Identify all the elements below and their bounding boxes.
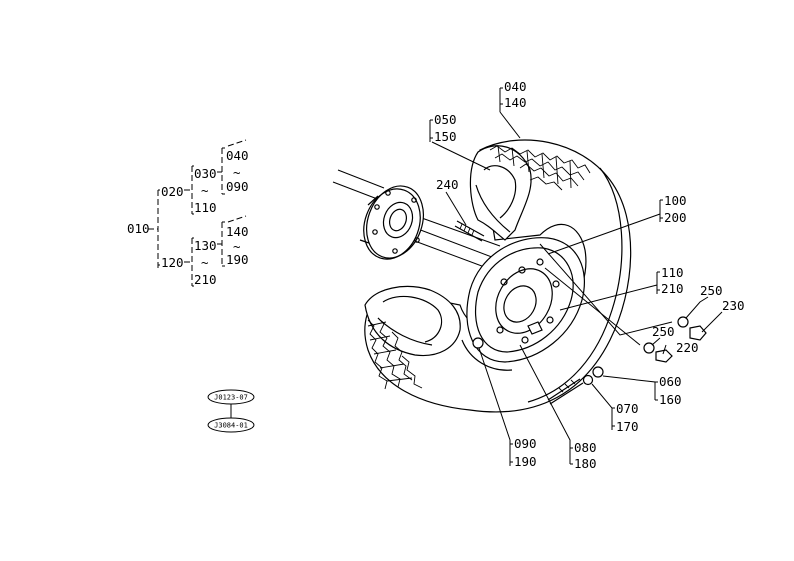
callout-070: 070 <box>616 401 639 416</box>
callout-180: 180 <box>574 456 597 471</box>
callout-060: 060 <box>659 374 682 389</box>
tree-group-1-sub: 030 <box>194 166 217 181</box>
callout-230: 230 <box>722 298 745 313</box>
reference-codes: J0123-07 J3084-01 <box>207 389 255 433</box>
callout-labels: 040 140 050 150 240 100 200 110 210 250 … <box>434 79 745 471</box>
tread-lower <box>367 319 388 390</box>
tree-group-2-tilde: ~ <box>201 255 209 270</box>
nut-230 <box>689 325 707 341</box>
tree-group-2-range-bracket <box>217 221 225 267</box>
tree-group-1-tilde: ~ <box>201 183 209 198</box>
stud-bolt <box>454 220 485 242</box>
inner-tube-lower <box>382 295 443 343</box>
callout-220: 220 <box>676 340 699 355</box>
callout-160: 160 <box>659 392 682 407</box>
callout-210: 210 <box>661 281 684 296</box>
tree-group-1-bracket <box>184 165 194 215</box>
reference-oval-2 <box>207 417 255 433</box>
tree-group-2-code: 120 <box>161 255 184 270</box>
tree-group-2-sub: 130 <box>194 238 217 253</box>
tree-group-1-end: 110 <box>194 200 217 215</box>
callout-050: 050 <box>434 112 457 127</box>
callout-leaders <box>429 87 723 466</box>
nut-250-lower <box>643 342 655 354</box>
callout-140: 140 <box>504 95 527 110</box>
valve-base <box>472 337 484 349</box>
hub-center <box>382 201 414 239</box>
tree-group-2-range-to: 190 <box>226 252 249 267</box>
callout-200: 200 <box>664 210 687 225</box>
tree-group-2-bracket <box>184 237 194 287</box>
callout-250-lower: 250 <box>652 324 675 339</box>
nut-250-top <box>677 316 689 328</box>
tree-group-1-range-bracket <box>217 147 225 195</box>
tree-group-2-range-from: 140 <box>226 224 249 239</box>
tire-wheel-assembly <box>364 139 632 413</box>
callout-190: 190 <box>514 454 537 469</box>
callout-080: 080 <box>574 440 597 455</box>
inner-tube-upper <box>483 165 517 219</box>
reference-code-2: J3084-01 <box>214 422 248 430</box>
tree-group-2-range-tilde: ~ <box>233 239 241 254</box>
valve-nut-070 <box>582 374 594 386</box>
reference-code-1: J0123-07 <box>214 394 248 402</box>
assembly-tree: 010 020 030 ~ 110 040 ~ 090 120 130 ~ 21… <box>127 139 249 287</box>
callout-170: 170 <box>616 419 639 434</box>
callout-250-top: 250 <box>700 283 723 298</box>
hardware <box>547 316 707 405</box>
valve-stem-080 <box>549 382 584 405</box>
tire-lower-section <box>364 285 461 357</box>
hub-flange <box>359 185 424 260</box>
tree-group-1-range-from: 040 <box>226 148 249 163</box>
tree-root-label: 010 <box>127 221 150 236</box>
callout-090: 090 <box>514 436 537 451</box>
valve-cap-060 <box>592 366 604 378</box>
callout-240: 240 <box>436 177 459 192</box>
callout-150: 150 <box>434 129 457 144</box>
callout-100: 100 <box>664 193 687 208</box>
callout-110: 110 <box>661 265 684 280</box>
tree-group-1-range-tilde: ~ <box>233 165 241 180</box>
tread-upper <box>489 145 591 174</box>
callout-040: 040 <box>504 79 527 94</box>
rim-center-hole <box>503 285 537 323</box>
tree-group-1-code: 020 <box>161 184 184 199</box>
tree-group-1-range-to: 090 <box>226 179 249 194</box>
tree-group-2-end: 210 <box>194 272 217 287</box>
